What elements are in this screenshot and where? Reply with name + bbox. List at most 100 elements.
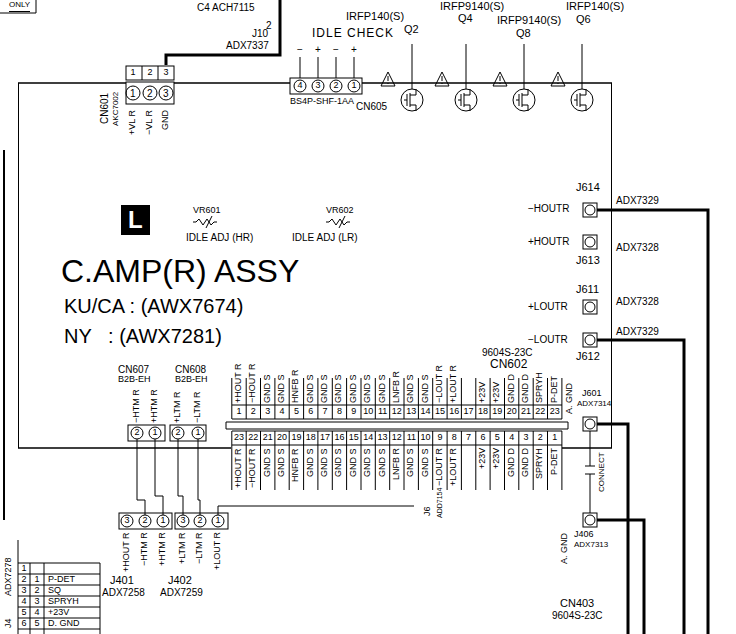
pin-number: 8 [452, 433, 457, 443]
signal-label: +HTM R [158, 532, 168, 566]
pin-number: 4 [280, 407, 285, 417]
assembly-title: C.AMP(R) ASSY [61, 253, 299, 290]
pin-number: 9 [351, 407, 356, 417]
signal-label: +HOUTR [528, 236, 569, 247]
part-number: ADX7313 [574, 541, 608, 550]
pin-number: 18 [306, 433, 316, 443]
connector-name: J402 [168, 574, 192, 586]
pin-number: 23 [234, 433, 244, 443]
note-text: CONNECT [598, 452, 607, 492]
note-text: ONLY [9, 1, 30, 10]
signal-label: +23V [48, 608, 69, 618]
pin-number: 23 [550, 407, 560, 417]
part-number: IRFP9140(S) [497, 14, 561, 26]
side-wire [3, 150, 5, 520]
pin-number: 2 [143, 516, 148, 526]
connector-name: J401 [110, 574, 134, 586]
pin-number: 1 [131, 68, 136, 78]
pin-number: 19 [291, 433, 301, 443]
jack-name: J614 [576, 181, 600, 193]
pin-number: 5 [294, 407, 299, 417]
signal-label: +LTM R [178, 532, 188, 564]
pin-number: 10 [421, 433, 431, 443]
connector-name: J4 [4, 618, 14, 628]
signal-label: GND S [320, 374, 330, 403]
pin-number: 2 [147, 88, 153, 99]
signal-label: HNFB R [291, 370, 301, 404]
pin-number: 1 [130, 88, 136, 99]
signal-label: D. GND [48, 619, 80, 629]
pin-number: 6 [22, 619, 27, 629]
part-number: ADD7154 [436, 488, 444, 518]
pin-number: 11 [378, 407, 387, 417]
pin-number: 18 [478, 407, 488, 417]
pin-number: 8 [337, 407, 342, 417]
signal-label: −LTM R [193, 391, 203, 423]
signal-label: +LOUT R [213, 532, 223, 570]
part-number: B2B-EH [175, 375, 208, 385]
signal-label: GND S [421, 448, 431, 477]
ground-label: A. GND [565, 383, 575, 414]
adjust-label: IDLE ADJ (LR) [292, 232, 358, 243]
part-number: ADX7329 [616, 195, 659, 206]
pin-number: 6 [308, 407, 313, 417]
pin-number: 12 [392, 407, 402, 417]
pin-number: 4 [22, 597, 27, 607]
connector-table [18, 540, 100, 634]
signal-label: GND S [349, 374, 359, 403]
signal-label: +23V [478, 448, 488, 469]
signal-label: GND D [507, 374, 517, 403]
connector-name: CN602 [490, 358, 527, 371]
signal-label: GND S [406, 374, 416, 403]
pin-number: 22 [535, 407, 545, 417]
pin-number: 1 [153, 428, 158, 438]
signal-label: −HOUT R [248, 448, 258, 488]
signal-label: −LOUTR [528, 334, 568, 345]
pin-number: 2 [251, 407, 256, 417]
signal-label: +23V [478, 382, 488, 403]
signal-label: +23V [492, 448, 502, 469]
pin-number: 15 [349, 433, 359, 443]
signal-label: +LOUTR [528, 301, 568, 312]
connector-j401-j402 [119, 513, 228, 529]
pin-number: 5 [495, 433, 500, 443]
part-number: ADX7259 [160, 587, 203, 598]
signal-label: LNFB R [392, 371, 402, 403]
pin-number: 14 [363, 433, 373, 443]
pin-number: 2 [334, 81, 339, 91]
connector-cn601 [126, 66, 174, 104]
signal-label: GND S [263, 448, 273, 477]
pin-number: 1 [161, 516, 166, 526]
connector-cn605 [290, 57, 362, 94]
signal-label: LNFB R [392, 448, 402, 480]
pin-number: 2 [176, 428, 181, 438]
speaker-wire [597, 210, 708, 634]
pin-number: 9 [437, 433, 442, 443]
signal-label: GND D [521, 374, 531, 403]
pin-number: 6 [480, 433, 485, 443]
jack-name: J406 [574, 530, 594, 540]
signal-label: −HTM R [132, 389, 142, 423]
pin-number: 3 [35, 597, 40, 607]
connector-cn607-cn608 [128, 425, 206, 441]
signal-label: GND S [320, 448, 330, 477]
part-number: C4 ACH7115 [197, 2, 255, 13]
signal-label: −HOUT R [248, 363, 258, 403]
section-letter: L [128, 206, 143, 234]
part-number: 9604S-23C [552, 610, 603, 621]
signal-label: GND S [363, 374, 373, 403]
pin-number: 16 [449, 407, 459, 417]
connector-name: CN605 [356, 101, 387, 112]
ref-designator: Q6 [576, 13, 591, 25]
part-number: IRFP140(S) [566, 0, 624, 12]
pin-number: 17 [320, 433, 330, 443]
signal-label: +VL R [128, 110, 138, 135]
signal-label: P-DET [550, 376, 560, 403]
signal-label: GND D [521, 448, 531, 477]
part-number: ADX7329 [616, 326, 659, 337]
pin-number: 2 [538, 433, 543, 443]
pin-number: 2 [35, 586, 40, 596]
ref-designator: Q2 [404, 23, 419, 35]
pin-number: 15 [435, 407, 445, 417]
pin-number: 13 [406, 407, 416, 417]
